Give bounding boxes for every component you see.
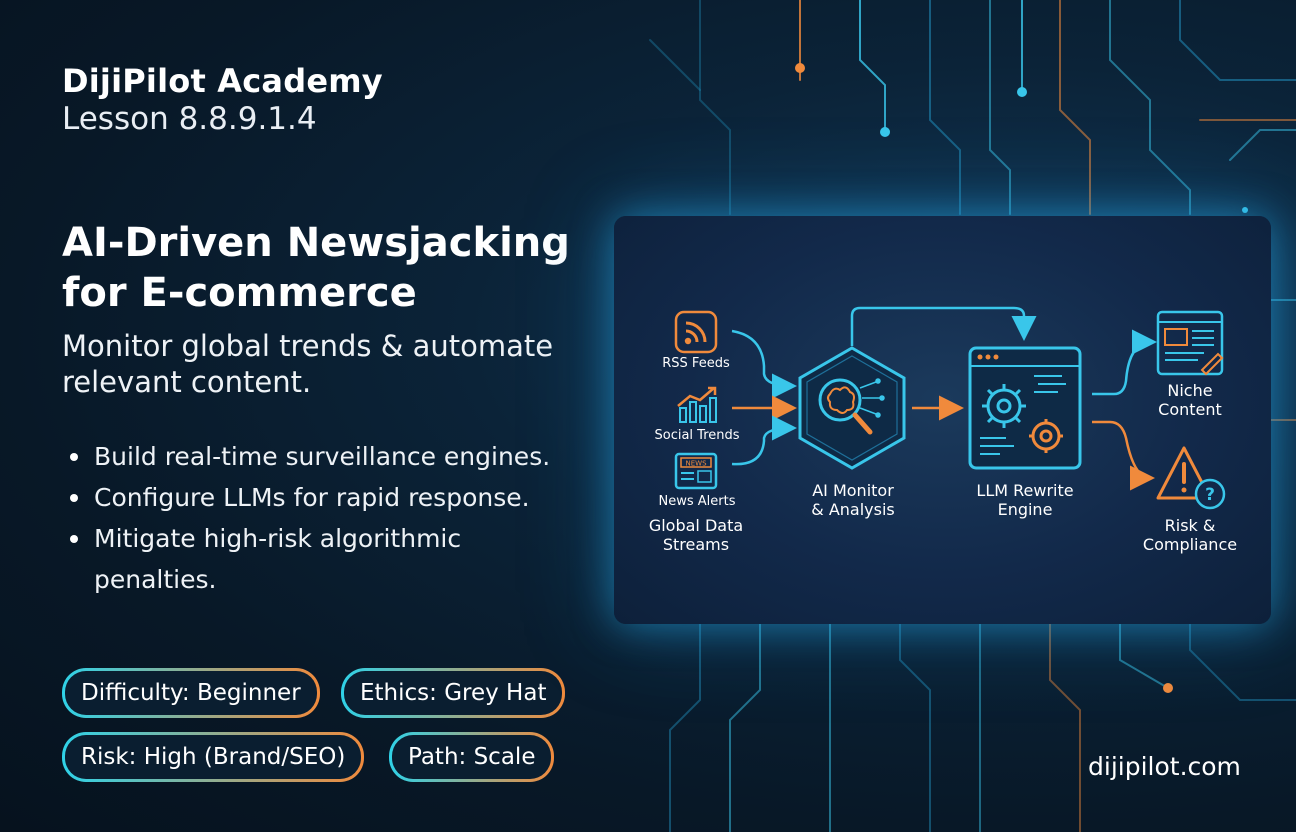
workflow-diagram-panel: NEWS — [614, 216, 1271, 624]
rss-feeds-label: RSS Feeds — [662, 356, 730, 371]
path-tag: Path: Scale — [389, 732, 554, 782]
arrow-rewrite-to-niche — [1092, 329, 1157, 396]
global-data-line-2: Streams — [662, 535, 730, 554]
ai-monitor-icon — [798, 346, 906, 470]
llm-engine-icon — [968, 346, 1082, 470]
brand-name: DijiPilot Academy — [62, 62, 383, 100]
global-data-line-1: Global Data — [648, 516, 744, 535]
bullet-list: Build real-time surveillance engines. Co… — [62, 436, 602, 600]
arrow-rss-to-monitor — [731, 329, 797, 399]
workflow-diagram: NEWS — [674, 306, 1226, 510]
news-alerts-label: News Alerts — [658, 494, 736, 509]
title-line-1: AI-Driven Newsjacking — [62, 220, 570, 266]
subtitle-line-1: Monitor global trends & automate — [62, 329, 554, 363]
risk-line-1: Risk & — [1164, 516, 1216, 535]
lesson-number: Lesson 8.8.9.1.4 — [62, 101, 317, 137]
bullet-item: Configure LLMs for rapid response. — [62, 477, 602, 518]
risk-line-2: Compliance — [1142, 535, 1238, 554]
arrow-news-to-monitor — [731, 415, 797, 466]
bullet-item: Mitigate high-risk algorithmic — [62, 518, 602, 559]
difficulty-tag: Difficulty: Beginner — [62, 668, 320, 718]
warning-icon: ? — [1156, 446, 1226, 510]
arrow-rewrite-to-risk — [1092, 420, 1155, 491]
ethics-tag: Ethics: Grey Hat — [341, 668, 565, 718]
brand-block: DijiPilot Academy Lesson 8.8.9.1.4 — [62, 62, 383, 138]
trend-chart-icon — [677, 386, 717, 423]
llm-rewrite-line-1: LLM Rewrite — [976, 481, 1074, 500]
llm-rewrite-line-2: Engine — [997, 500, 1053, 519]
bullet-item-continued: penalties. — [94, 565, 217, 594]
niche-content-icon — [1156, 310, 1224, 376]
newspaper-icon: NEWS — [674, 452, 718, 490]
niche-line-2: Content — [1158, 400, 1222, 419]
website-url: dijipilot.com — [1088, 752, 1241, 781]
risk-compliance-label: Risk & Compliance — [1134, 516, 1246, 554]
llm-rewrite-label: LLM Rewrite Engine — [960, 481, 1090, 519]
subtitle-line-2: relevant content. — [62, 365, 312, 399]
title-line-2: for E-commerce — [62, 270, 417, 316]
social-trends-label: Social Trends — [654, 428, 740, 443]
rss-feed-icon — [674, 310, 718, 354]
niche-line-1: Niche — [1167, 381, 1213, 400]
news-icon-text: NEWS — [685, 460, 707, 468]
global-data-streams-label: Global Data Streams — [636, 516, 756, 554]
arrow-monitor-to-rewrite-top — [850, 306, 1037, 346]
svg-text:?: ? — [1205, 485, 1215, 505]
risk-tag: Risk: High (Brand/SEO) — [62, 732, 364, 782]
ai-monitor-line-2: & Analysis — [811, 500, 895, 519]
page-title: AI-Driven Newsjacking for E-commerce — [62, 218, 602, 318]
niche-content-label: Niche Content — [1144, 381, 1236, 419]
bullet-item: Build real-time surveillance engines. — [62, 436, 602, 477]
subtitle: Monitor global trends & automate relevan… — [62, 328, 602, 400]
ai-monitor-line-1: AI Monitor — [812, 481, 894, 500]
ai-monitor-label: AI Monitor & Analysis — [794, 481, 912, 519]
